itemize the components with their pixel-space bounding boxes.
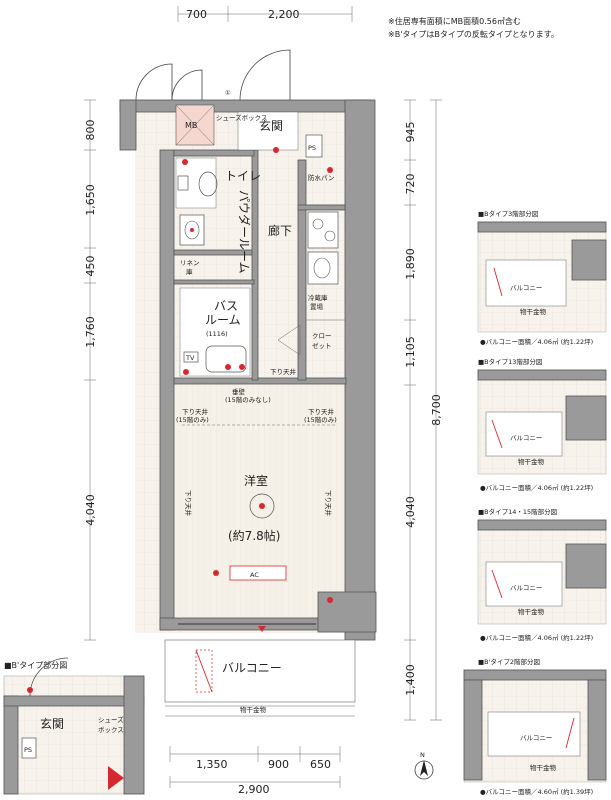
label-closet: クロー xyxy=(312,332,332,340)
side-inset-3-balcony: バルコニー xyxy=(510,584,542,592)
dim-left-450: 450 xyxy=(84,256,97,277)
label-lower-ceiling-hall: 下り天井 xyxy=(270,367,297,376)
svg-text:ルーム: ルーム xyxy=(205,313,241,327)
note-mb-area: ※住居専有面積にMB面積0.56㎡含む xyxy=(388,16,521,26)
top-dimension-line: 700 2,200 xyxy=(177,6,353,22)
side-inset-4-rack: 物干金物 xyxy=(530,763,557,772)
note-b-prime: ※B'タイプはBタイプの反転タイプとなります。 xyxy=(388,29,559,39)
side-inset-4: ■B'タイプ2階部分図 バルコニー 物干金物 ●バルコニー面積／4.60㎡ (約… xyxy=(463,657,607,796)
ac-unit-icon xyxy=(229,565,287,581)
side-inset-2: ■Bタイプ13階部分図 バルコニー 物干金物 ●バルコニー面積／4.06㎡ (約… xyxy=(477,357,607,492)
label-linen: リネン xyxy=(180,259,200,267)
ceiling-light-icon xyxy=(249,493,275,519)
side-inset-2-area: ●バルコニー面積／4.06㎡ (約1.22坪) xyxy=(480,483,593,492)
label-hallway: 廊下 xyxy=(268,223,292,238)
dim-right-720: 720 xyxy=(404,174,417,195)
inset-label-ps: PS xyxy=(24,746,32,754)
bottom-dimension-line: 1,350 900 650 2,900 xyxy=(169,746,341,796)
side-inset-3: ■Bタイプ14・15階部分図 バルコニー 物干金物 ●バルコニー面積／4.06㎡… xyxy=(477,507,607,642)
kitchen-stove xyxy=(307,211,339,249)
door-swing-mb xyxy=(135,63,173,101)
side-inset-3-area: ●バルコニー面積／4.06㎡ (約1.22坪) xyxy=(480,633,593,642)
dim-bottom-1350: 1,350 xyxy=(196,758,228,771)
svg-text:(15階のみ): (15階のみ) xyxy=(176,415,209,424)
label-bathroom: バス xyxy=(214,299,238,313)
north-arrow-icon: N xyxy=(414,751,434,780)
label-powder-room: パウダールーム xyxy=(237,190,252,274)
label-western-size: (約7.8帖) xyxy=(228,528,280,543)
dim-right-4040: 4,040 xyxy=(404,496,417,528)
kitchen-sink xyxy=(307,251,339,285)
dim-right-1400: 1,400 xyxy=(404,664,417,696)
side-inset-1-rack: 物干金物 xyxy=(520,307,547,316)
label-drying-rack: 物干金物 xyxy=(240,705,267,714)
dim-bottom-650: 650 xyxy=(310,758,331,771)
svg-text:TV: TV xyxy=(185,354,195,362)
svg-text:ゼット: ゼット xyxy=(312,341,332,350)
main-plan: MB ① 玄関 シューズボックス PS トイレ パウダールーム リネン 庫 廊下… xyxy=(119,49,377,717)
label-lower-ceiling-right: 下り天井 xyxy=(324,490,333,517)
entrance-area xyxy=(237,111,299,151)
left-dimension-line: 800 1,650 450 1,760 4,040 xyxy=(84,99,97,641)
dim-right-1890: 1,890 xyxy=(404,248,417,280)
label-shoe-box: シューズボックス xyxy=(216,113,267,122)
side-inset-4-title: ■B'タイプ2階部分図 xyxy=(478,657,540,666)
svg-text:(15階のみなし): (15階のみなし) xyxy=(225,395,271,404)
inset-b-prime-title: ■B'タイプ部分図 xyxy=(4,660,67,670)
right-dimension-line: 945 720 1,890 1,105 4,040 1,400 8,700 xyxy=(404,99,443,721)
dim-left-1650: 1,650 xyxy=(84,184,97,216)
side-inset-3-title: ■Bタイプ14・15階部分図 xyxy=(478,507,557,516)
label-balcony: バルコニー xyxy=(222,661,282,675)
label-north: N xyxy=(420,751,425,759)
dim-right-total-8700: 8,700 xyxy=(430,394,443,426)
door-swing-entrance xyxy=(239,49,291,101)
side-inset-4-area: ●バルコニー面積／4.60㎡ (約1.39坪) xyxy=(480,787,593,796)
label-beam: 垂壁 xyxy=(232,387,246,396)
dim-bottom-900: 900 xyxy=(268,758,289,771)
dim-right-1105: 1,105 xyxy=(404,336,417,368)
inset-label-shoe-box: シューズ xyxy=(98,715,124,724)
side-inset-2-rack: 物干金物 xyxy=(518,457,545,466)
dim-top-700: 700 xyxy=(186,8,207,21)
label-toilet: トイレ xyxy=(225,169,261,183)
side-inset-1-area: ●バルコニー面積／4.06㎡ (約1.22坪) xyxy=(480,337,593,346)
dim-right-945: 945 xyxy=(404,122,417,143)
label-lower-ceiling-right15: 下り天井 xyxy=(308,407,335,416)
side-inset-3-rack: 物干金物 xyxy=(518,607,545,616)
label-bath-size: (1116) xyxy=(206,330,228,338)
tv-box xyxy=(183,351,199,363)
dim-left-800: 800 xyxy=(84,120,97,141)
side-inset-1-title: ■Bタイプ3階部分図 xyxy=(478,209,538,218)
label-western-room: 洋室 xyxy=(244,473,268,488)
label-ps: PS xyxy=(308,144,316,152)
side-inset-1-balcony: バルコニー xyxy=(510,284,542,292)
bathtub xyxy=(205,345,247,373)
side-inset-2-title: ■Bタイプ13階部分図 xyxy=(478,357,542,366)
label-fridge: 冷蔵庫 xyxy=(308,293,328,302)
side-inset-4-balcony: バルコニー xyxy=(520,734,552,742)
svg-text:(15階のみ): (15階のみ) xyxy=(304,415,337,424)
dim-left-1760: 1,760 xyxy=(84,316,97,348)
dim-left-4040: 4,040 xyxy=(84,494,97,526)
label-entrance: 玄関 xyxy=(259,118,283,133)
side-inset-1: ■Bタイプ3階部分図 バルコニー 物干金物 ●バルコニー面積／4.06㎡ (約1… xyxy=(477,209,607,346)
dim-bottom-total-2900: 2,900 xyxy=(238,783,270,796)
dim-top-2200: 2,200 xyxy=(268,8,300,21)
label-lower-ceiling-left15: 下り天井 xyxy=(182,407,209,416)
svg-text:ボックス: ボックス xyxy=(98,726,124,734)
label-mb: MB xyxy=(185,121,197,130)
toilet-bowl-icon xyxy=(198,171,218,197)
side-inset-2-balcony: バルコニー xyxy=(510,434,542,442)
inset-label-entrance: 玄関 xyxy=(40,716,64,731)
balcony-hatch xyxy=(195,649,213,693)
label-lower-ceiling-left: 下り天井 xyxy=(184,490,193,517)
svg-text:①: ① xyxy=(225,89,231,97)
label-washpan: 防水パン xyxy=(308,173,334,182)
inset-b-prime: ■B'タイプ部分図 玄関 シューズ ボックス PS xyxy=(3,657,145,795)
label-ac: AC xyxy=(250,571,259,579)
svg-text:置場: 置場 xyxy=(310,302,324,311)
svg-text:庫: 庫 xyxy=(186,267,193,276)
